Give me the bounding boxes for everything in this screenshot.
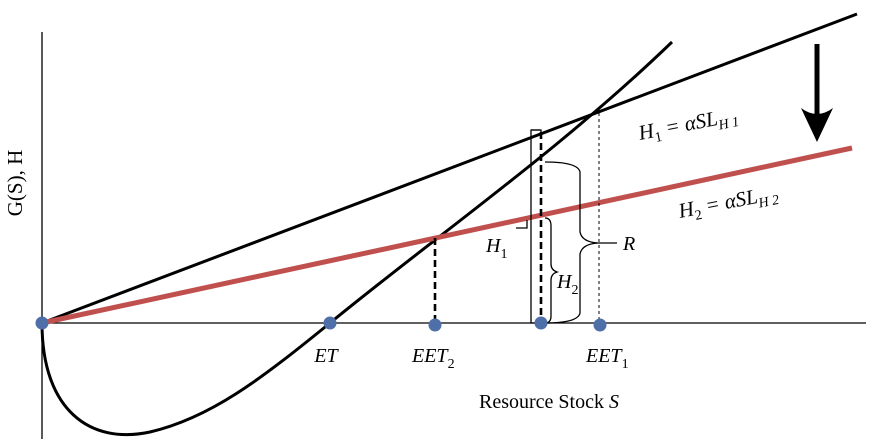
h1-equation: H1 = αSLH 1 bbox=[635, 102, 740, 149]
eet1-marker bbox=[593, 318, 607, 332]
down-arrow-icon bbox=[801, 44, 833, 142]
h2-brace bbox=[544, 217, 560, 324]
origin-marker bbox=[35, 316, 49, 330]
harvest-line-h1 bbox=[41, 12, 858, 325]
axis-markers bbox=[35, 316, 607, 332]
bracket-top-cap bbox=[531, 129, 542, 136]
h1-brace-label: H1 bbox=[485, 235, 507, 262]
eet2-marker bbox=[428, 318, 442, 332]
et-marker bbox=[323, 316, 337, 330]
harvest-line-h2 bbox=[41, 145, 853, 326]
et-label: ET bbox=[313, 345, 339, 367]
h2-equation: H2 = αSLH 2 bbox=[675, 180, 780, 227]
center-marker bbox=[534, 316, 548, 330]
eet1-label: EET1 bbox=[585, 345, 629, 372]
y-axis-label: G(S), H bbox=[3, 150, 27, 217]
x-axis-label: Resource Stock S bbox=[479, 391, 619, 413]
eet2-label: EET2 bbox=[411, 345, 455, 372]
h2-brace-label: H2 bbox=[556, 271, 578, 298]
growth-curve bbox=[40, 40, 674, 437]
h1-label-hook bbox=[516, 220, 528, 229]
r-brace-label: R bbox=[622, 233, 635, 255]
r-brace bbox=[544, 161, 599, 324]
